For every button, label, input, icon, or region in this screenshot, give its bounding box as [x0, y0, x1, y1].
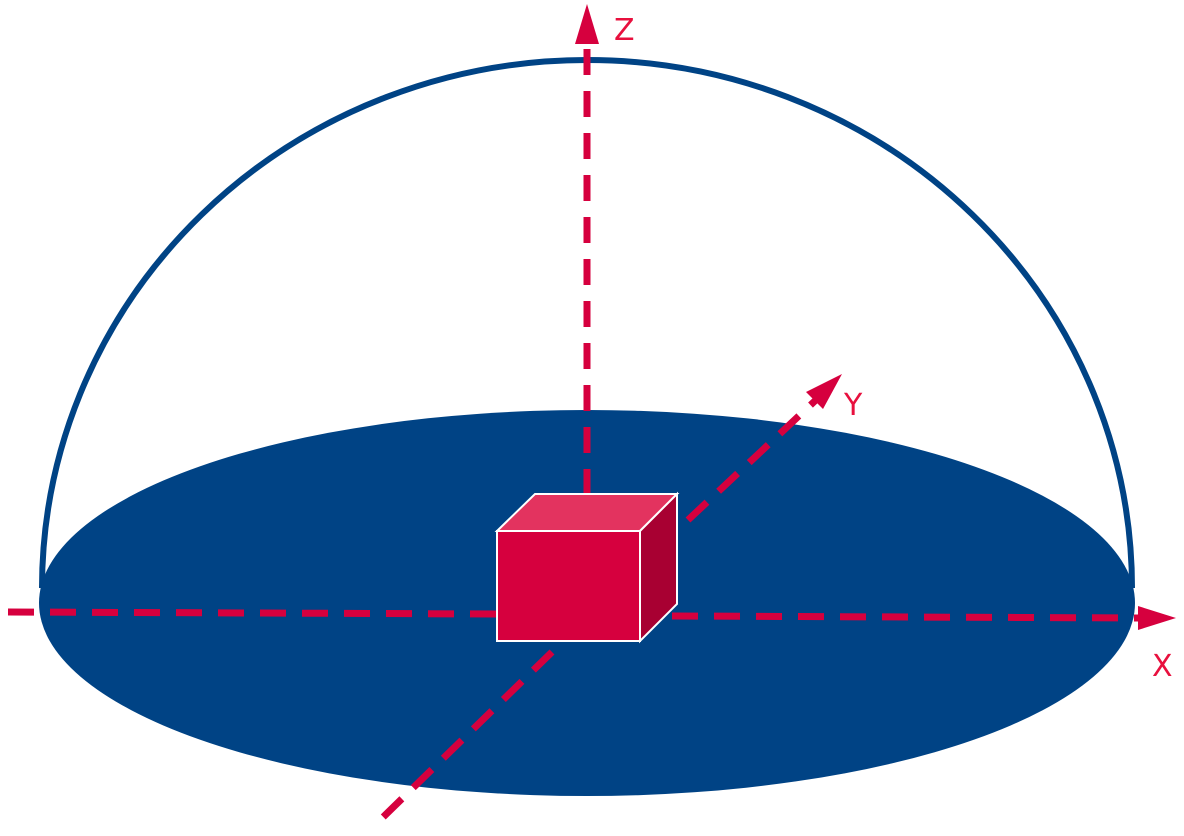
cube-front-face	[496, 530, 641, 642]
y-axis-arrowhead	[806, 374, 842, 409]
y-axis-line-rear	[685, 395, 821, 523]
z-axis-label: Z	[614, 13, 635, 48]
x-axis-arrowhead	[1138, 606, 1176, 630]
x-axis-line-right	[671, 612, 1141, 622]
y-axis-label: Y	[843, 388, 863, 423]
x-axis-label: X	[1152, 649, 1173, 684]
cube	[494, 491, 680, 644]
z-axis-arrowhead	[575, 4, 599, 44]
